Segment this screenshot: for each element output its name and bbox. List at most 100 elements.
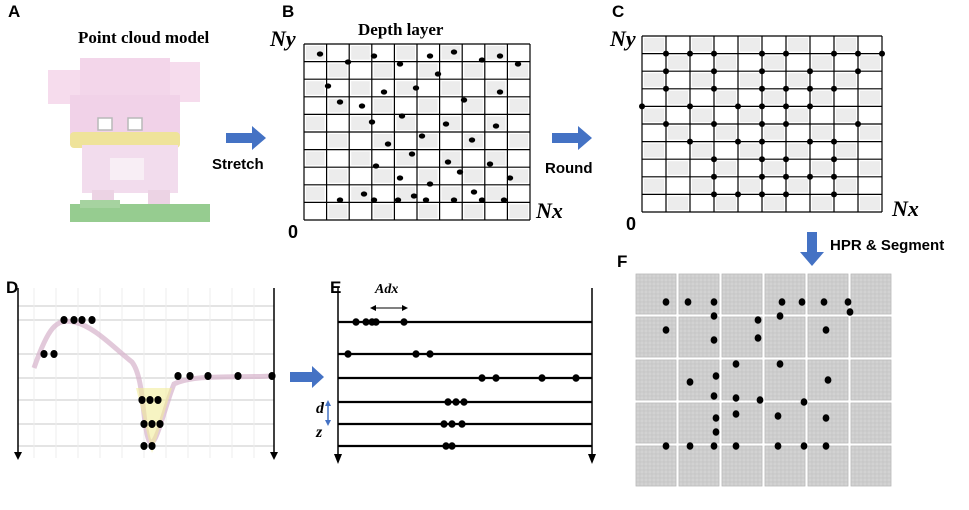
point	[368, 119, 376, 125]
point	[783, 85, 789, 92]
point	[460, 97, 468, 103]
grid-cell-shade	[812, 161, 832, 175]
z-axis-label: z	[316, 424, 323, 441]
grid-cell-shade	[644, 108, 664, 122]
grid-cell-shade	[351, 81, 370, 95]
grid-cell-shade	[668, 55, 688, 70]
grid-cell-shade	[486, 46, 506, 60]
grid-cell-shade	[692, 178, 712, 193]
grid-cell-shade	[644, 178, 664, 193]
c-y-axis-label: Ny	[610, 26, 636, 51]
point	[370, 197, 378, 203]
point	[820, 298, 828, 306]
point	[807, 85, 813, 92]
d-arrowhead	[325, 420, 331, 426]
grid-cell-shade	[441, 81, 461, 95]
point	[711, 173, 717, 180]
point	[807, 103, 813, 110]
panel-letter-d: D	[6, 278, 19, 297]
point	[478, 57, 486, 63]
grid-cell-shade	[764, 90, 784, 105]
grid-cell-shade	[464, 98, 483, 113]
point	[710, 392, 718, 400]
point	[478, 197, 486, 203]
point	[687, 138, 693, 145]
point	[452, 398, 460, 406]
point	[442, 442, 450, 450]
point	[663, 121, 669, 127]
point	[712, 428, 720, 436]
point	[807, 68, 813, 75]
point	[831, 191, 837, 198]
grid-cell-shade	[812, 55, 832, 70]
point	[759, 191, 765, 198]
point	[336, 99, 344, 105]
point	[783, 191, 789, 198]
grid-cell-shade	[860, 161, 880, 175]
grid-cell-shade	[351, 151, 370, 166]
grid-cell-shade	[788, 73, 808, 87]
grid-cell-shade	[692, 38, 712, 52]
left-axis-arrowhead	[14, 452, 22, 460]
grid-cell-shade	[351, 46, 370, 60]
point	[711, 85, 717, 92]
grid-cell-shade	[441, 151, 461, 166]
point	[456, 169, 464, 175]
grid-cell-shade	[836, 143, 856, 158]
grid-cell-shade	[860, 55, 880, 70]
point	[372, 318, 380, 326]
grid-cell-shade	[509, 204, 528, 218]
grid-cell-shade	[396, 116, 415, 130]
point	[478, 374, 486, 382]
point	[396, 61, 404, 67]
point	[506, 175, 514, 181]
grid-cell-shade	[644, 38, 664, 52]
point	[855, 50, 861, 57]
surface-fill	[136, 388, 172, 453]
point	[712, 372, 720, 380]
point	[60, 316, 68, 324]
grid-cell-shade	[764, 161, 784, 175]
point	[140, 420, 148, 428]
point	[711, 68, 717, 75]
spacing-label-adx: Adx	[375, 282, 399, 297]
point	[807, 138, 813, 145]
point	[710, 298, 718, 306]
grid-cell-shade	[740, 108, 760, 122]
point	[783, 156, 789, 163]
point	[316, 51, 324, 57]
point	[470, 189, 478, 195]
depth-interval-label-d: d	[316, 400, 324, 417]
point	[500, 197, 508, 203]
point	[492, 123, 500, 129]
point	[372, 163, 380, 169]
point	[710, 442, 718, 450]
panel-letter-f: F	[617, 252, 628, 271]
point	[440, 420, 448, 428]
point	[754, 316, 762, 324]
point	[686, 378, 694, 386]
point	[774, 412, 782, 420]
point	[396, 175, 404, 181]
point	[362, 318, 370, 326]
grid-cell-shade	[668, 126, 688, 140]
point	[78, 316, 86, 324]
c-origin-label: 0	[626, 214, 637, 234]
point	[844, 298, 852, 306]
grid-cell-shade	[812, 126, 832, 140]
grid-cell-shade	[716, 196, 736, 210]
point	[70, 316, 78, 324]
point	[663, 50, 669, 57]
c-x-axis-label: Nx	[892, 196, 919, 221]
point	[234, 372, 242, 380]
grid-cell-shade	[373, 63, 393, 78]
grid-cell-shade	[306, 81, 325, 95]
grid-cell-shade	[644, 73, 664, 87]
point	[140, 442, 148, 450]
point	[759, 156, 765, 163]
point	[418, 133, 426, 139]
point	[426, 350, 434, 358]
point	[822, 442, 830, 450]
point-cloud-model-illustration	[48, 58, 210, 222]
point	[822, 414, 830, 422]
